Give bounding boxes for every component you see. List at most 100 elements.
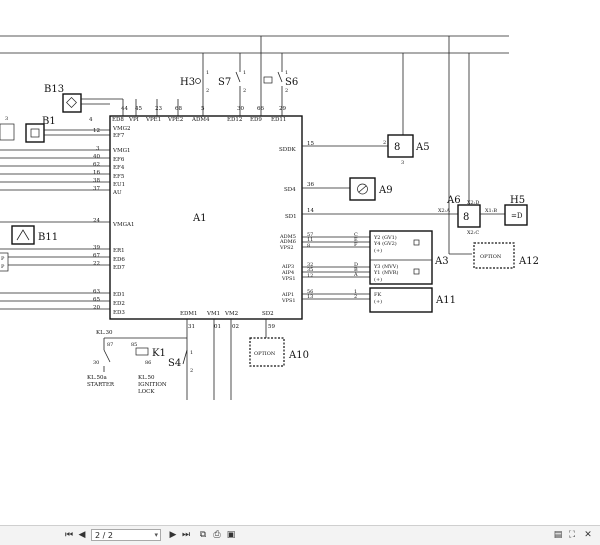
bottom-pin-label: SD2 <box>262 311 274 317</box>
top-pin-num: 45 <box>135 106 142 112</box>
edge-pin: P <box>1 264 5 270</box>
a3-line: (+) <box>374 247 382 254</box>
right-pin-label: ADM5 <box>279 234 296 240</box>
bottom-pin-label: VM2 <box>224 311 238 317</box>
relay-pin: 86 <box>145 360 151 366</box>
block-label-b13: B13 <box>44 84 64 95</box>
wire-letter: F <box>354 242 358 248</box>
option-label: OPTION <box>480 254 502 260</box>
left-pin-label: EF6 <box>113 157 125 163</box>
a3-line: Y1 (MVR) <box>373 269 399 276</box>
kl-label: IGNITION <box>138 382 167 388</box>
pin-num: 1 <box>190 350 193 356</box>
block-label-a1: A1 <box>192 213 207 224</box>
block-label-a9: A9 <box>378 185 393 196</box>
left-pin-label: ED3 <box>113 310 125 316</box>
page-number-value: 2 / 2 <box>95 531 113 540</box>
right-pin-label: ADM6 <box>279 239 296 245</box>
right-pin-num: 35 <box>307 267 313 273</box>
seven-segment-icon: 8 <box>463 212 469 223</box>
sensor-icon <box>16 229 30 241</box>
right-pin-num: 8 <box>307 243 310 249</box>
ecu-block-a1 <box>109 115 303 320</box>
wire-letter: D <box>354 262 358 268</box>
left-pin-num: 20 <box>93 305 100 311</box>
block-label-a12: A12 <box>518 256 539 267</box>
right-pin-num: 56 <box>307 289 313 295</box>
top-pin-label: ED11 <box>271 117 286 123</box>
fullscreen-icon[interactable]: ⛶ <box>568 530 576 540</box>
pdf-toolbar: ⏮ ◀ 2 / 2 ▾ ▶ ⏭ ⧉ ⎙ ▣ ▤ ⛶ ✕ <box>0 525 600 545</box>
kl-label: STARTER <box>87 382 115 388</box>
top-pin-label: ED8 <box>112 117 124 123</box>
block-label-b11: B11 <box>38 232 58 243</box>
block-label-s7: S7 <box>218 77 231 88</box>
connector-label: X2:D <box>467 200 479 206</box>
view-icon[interactable]: ▤ <box>553 530 563 540</box>
next-page-button[interactable]: ▶ <box>169 530 177 540</box>
top-pin-label: VPI <box>128 117 139 123</box>
right-pin-num: 36 <box>307 182 314 188</box>
right-pin-label: VPS1 <box>281 298 296 304</box>
sensor-icon <box>66 97 77 108</box>
right-pin-num: 15 <box>307 141 314 147</box>
left-pin-num: 37 <box>93 186 100 192</box>
top-pin-label: VPE2 <box>167 117 183 123</box>
block-label-h5: H5 <box>510 195 525 206</box>
close-icon[interactable]: ✕ <box>584 530 592 540</box>
copy-icon[interactable]: ⧉ <box>199 530 207 540</box>
top-pin-num: 4 <box>89 117 93 123</box>
top-pin-num: 44 <box>121 106 128 112</box>
valve-coil-icon <box>413 239 420 246</box>
option-label: OPTION <box>254 351 276 357</box>
connector-label: X2:C <box>467 230 479 236</box>
left-pin-num: 67 <box>93 253 100 259</box>
chevron-down-icon: ▾ <box>154 531 158 539</box>
top-pin-num: 23 <box>155 106 162 112</box>
left-pin-num: 16 <box>93 170 100 176</box>
block-label-a11: A11 <box>435 295 456 306</box>
a3-line: Y3 (MVV) <box>373 263 398 270</box>
block-label-a3: A3 <box>434 256 449 267</box>
left-pin-label: EF5 <box>113 174 125 180</box>
horn-h5 <box>504 204 528 226</box>
first-page-button[interactable]: ⏮ <box>64 530 74 540</box>
left-pin-num: 22 <box>93 261 100 267</box>
pin-num: 2 <box>285 88 288 94</box>
sensor-b11 <box>11 225 35 245</box>
page-number-field[interactable]: 2 / 2 ▾ <box>91 529 161 541</box>
print-icon[interactable]: ⎙ <box>213 530 221 540</box>
right-pin-label: SDDK <box>279 147 297 153</box>
left-pin-label: AU <box>112 190 122 196</box>
left-pin-label: VMG1 <box>112 148 131 154</box>
option-box-a12 <box>473 242 515 269</box>
top-pin-num: 66 <box>257 106 264 112</box>
valve-block-a3 <box>369 230 433 285</box>
block-label-a6: A6 <box>446 195 461 206</box>
a11-line: (+) <box>374 298 382 305</box>
last-page-button[interactable]: ⏭ <box>181 530 191 540</box>
connector-label: X1:B <box>485 208 497 214</box>
seven-segment-icon: 8 <box>394 142 400 153</box>
a3-line: Y4 (GV2) <box>373 240 397 247</box>
kl-label: KL.50a <box>87 375 108 381</box>
bottom-pin-num: 02 <box>232 324 239 330</box>
block-label-s4: S4 <box>168 358 181 369</box>
wire-letter: A <box>353 272 358 278</box>
left-pin-num: 63 <box>93 289 100 295</box>
pressure-switch-icon <box>263 76 273 84</box>
save-icon[interactable]: ▣ <box>226 530 236 540</box>
module-a11 <box>369 287 433 313</box>
previous-page-button[interactable]: ◀ <box>78 530 86 540</box>
right-pin-num: 13 <box>307 294 313 300</box>
relay-pin: 85 <box>131 342 137 348</box>
pin-num: 1 <box>285 70 288 76</box>
left-pin-label: ED1 <box>113 292 125 298</box>
pin-num: 1 <box>206 70 209 76</box>
block-label-b1: B1 <box>42 116 56 127</box>
left-pin-num: 12 <box>93 128 100 134</box>
right-pin-label: AIP4 <box>281 270 294 276</box>
left-edge-connector <box>0 252 9 272</box>
right-pin-label: VPS2 <box>279 245 294 251</box>
left-pin-label: ED7 <box>113 265 125 271</box>
